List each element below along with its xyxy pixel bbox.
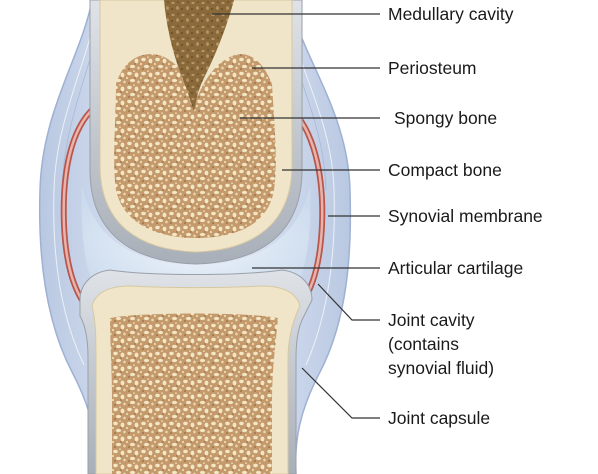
- lower-bone: [80, 270, 312, 474]
- spongy-bone-lower: [110, 314, 278, 474]
- label-joint-capsule: Joint capsule: [388, 408, 490, 428]
- label-joint-cavity-line1: Joint cavity: [388, 310, 475, 330]
- label-spongy-bone: Spongy bone: [394, 108, 497, 128]
- label-articular-cartilage: Articular cartilage: [388, 258, 523, 278]
- label-joint-cavity-line3: synovial fluid): [388, 358, 494, 378]
- label-compact-bone: Compact bone: [388, 160, 502, 180]
- label-periosteum: Periosteum: [388, 58, 477, 78]
- upper-bone: [90, 0, 302, 264]
- label-medullary-cavity: Medullary cavity: [388, 4, 514, 24]
- label-synovial-membrane: Synovial membrane: [388, 206, 543, 226]
- label-joint-cavity-line2: (contains: [388, 334, 459, 354]
- labels: Medullary cavity Periosteum Spongy bone …: [388, 4, 543, 428]
